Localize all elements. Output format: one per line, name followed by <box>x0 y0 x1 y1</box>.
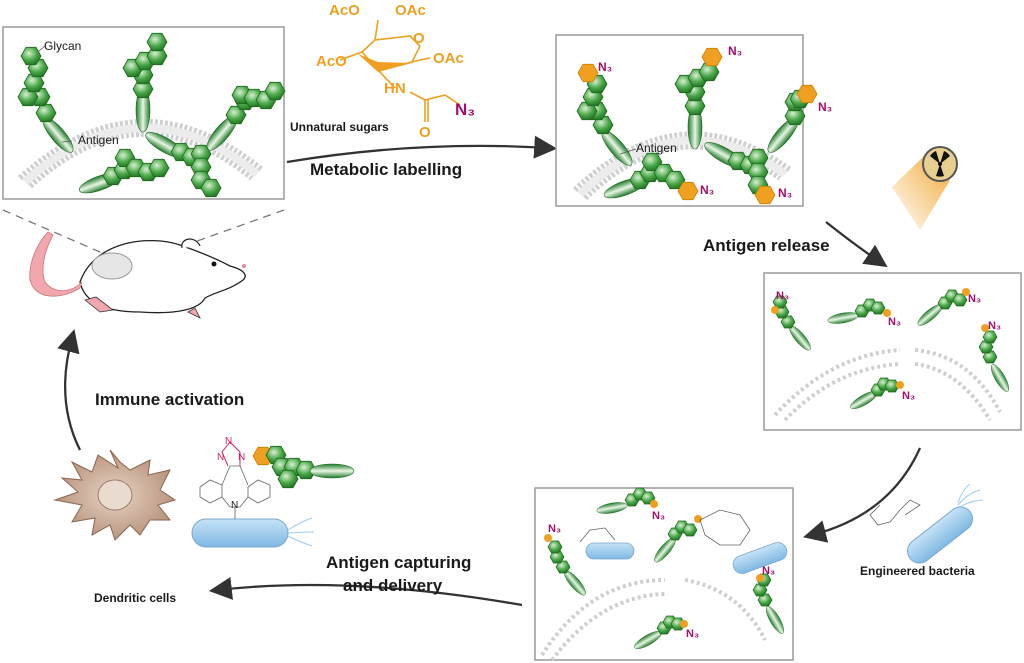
azide-tag: N₃ <box>776 290 790 302</box>
sugar-substituent-aco-left: AcO <box>316 53 347 70</box>
sugar-amide-nh: HN <box>384 80 406 97</box>
mouse-icon <box>29 231 246 319</box>
azide-tag: N₃ <box>902 390 916 402</box>
sugar-ring-oxygen: O <box>413 30 425 47</box>
arrow-antigen-capturing <box>208 577 523 607</box>
antigen-label: Antigen <box>78 133 119 147</box>
dendritic-cell-icon <box>53 449 177 541</box>
step-metabolic-labelling: Metabolic labelling <box>310 160 463 179</box>
azide-tag: N₃ <box>968 293 982 305</box>
arrow-engineered-bacteria <box>803 447 922 543</box>
step-immune-activation: Immune activation <box>95 390 245 409</box>
bacteria-icon <box>869 483 984 564</box>
panel-captured-antigens <box>534 487 794 662</box>
triazole-n3: N <box>238 452 246 463</box>
step-antigen-capturing-line2: and delivery <box>343 576 443 595</box>
panel-released-antigens <box>763 272 1022 431</box>
sugar-substituent-oac-top: OAc <box>395 2 426 19</box>
azide-tag: N₃ <box>762 565 776 577</box>
arrow-immune-activation <box>57 329 82 451</box>
antigen-label-labelled: Antigen <box>636 141 677 155</box>
captured-antigen-construct <box>191 441 355 548</box>
triazole-n1: N <box>225 436 233 447</box>
azide-tag: N₃ <box>686 628 700 640</box>
azide-tag: N₃ <box>598 60 613 74</box>
step-antigen-release: Antigen release <box>703 236 830 255</box>
azide-tag: N₃ <box>988 320 1002 332</box>
azide-tag: N₃ <box>818 100 833 114</box>
triazole-n2: N <box>217 452 225 463</box>
sugar-azide: N₃ <box>455 100 476 119</box>
panel-tumor-membrane <box>2 26 286 200</box>
azide-tag: N₃ <box>728 44 743 58</box>
arrow-metabolic-labelling <box>286 135 558 164</box>
sugar-carbonyl-oxygen: O <box>419 124 431 141</box>
sugar-substituent-oac-right: OAc <box>433 50 464 67</box>
azide-tag: N₃ <box>700 183 715 197</box>
panel-labelled-membrane <box>555 34 818 207</box>
dendritic-cells-label: Dendritic cells <box>94 591 177 605</box>
arrow-antigen-release <box>825 221 888 268</box>
azide-tag: N₃ <box>548 523 562 535</box>
radiation-icon <box>892 146 958 230</box>
glycan-label: Glycan <box>44 39 82 53</box>
azide-tag: N₃ <box>652 510 666 522</box>
engineered-bacteria-label: Engineered bacteria <box>860 564 975 578</box>
unnatural-sugar-structure <box>339 19 461 122</box>
dbco-nitrogen: N <box>231 500 239 511</box>
sugar-substituent-aco-top: AcO <box>329 2 360 19</box>
unnatural-sugars-caption: Unnatural sugars <box>290 120 389 134</box>
azide-tag: N₃ <box>778 186 793 200</box>
step-antigen-capturing-line1: Antigen capturing <box>326 553 472 572</box>
azide-tag: N₃ <box>888 316 902 328</box>
